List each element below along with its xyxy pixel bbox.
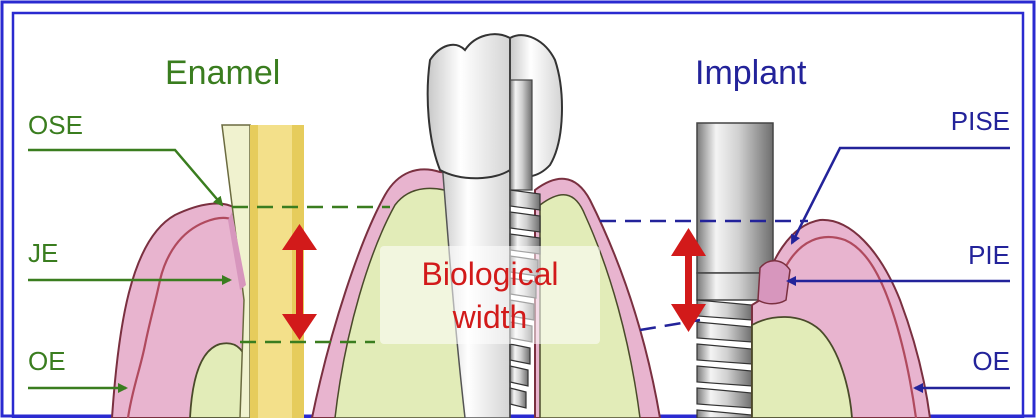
label-oe-right: OE [972,346,1010,376]
center-section [312,34,660,418]
peri-implant-epithelium [758,261,790,304]
center-label-line1: Biological [422,256,559,292]
label-oe-left: OE [28,346,66,376]
implant-section [697,123,930,418]
label-ose: OSE [28,110,83,140]
dentin-strip-highlight [258,125,292,418]
natural-tooth-section [112,125,304,418]
heading-enamel: Enamel [165,54,280,92]
implant-body-threads [697,300,752,418]
ose-pointer-arrow [28,150,222,205]
tooth-crown [428,34,510,178]
label-pie: PIE [968,240,1010,270]
heading-implant: Implant [695,54,807,92]
label-pise: PISE [951,106,1010,136]
implant-abutment [510,80,532,190]
implant-collar [697,123,773,273]
center-label-line2: width [452,299,528,335]
label-je: JE [28,238,58,268]
